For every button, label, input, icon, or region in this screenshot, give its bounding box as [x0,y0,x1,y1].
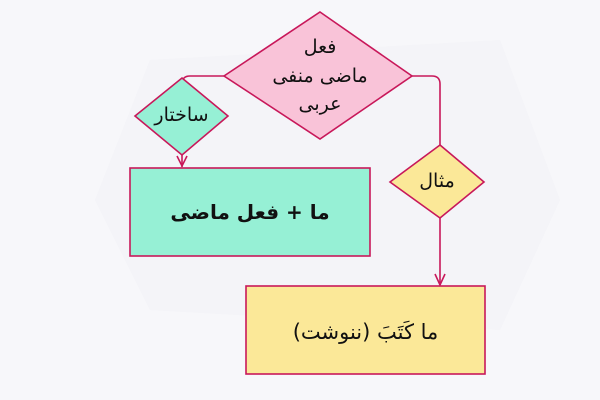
example-box-label: ما كَتَبَ (ننوشت) [246,288,485,376]
structure-decision-label: ساختار [135,100,228,130]
arrowhead-example-box [434,273,446,287]
root-label-line-3: عربی [298,93,342,116]
root-label-line-2: ماضی منفی [272,64,368,87]
root-decision-diamond [222,11,414,140]
example-box [245,285,486,375]
example-decision-text: مثال [419,169,455,192]
structure-box-label: ما + فعل ماضی [130,168,370,256]
example-decision-diamond [388,143,486,220]
structure-box-text: ما + فعل ماضی [170,200,330,224]
root-label: فعل ماضی منفی عربی [250,24,390,128]
structure-decision-diamond [133,76,230,157]
example-box-text: ما كَتَبَ (ننوشت) [292,319,439,344]
connector-root-to-example [412,75,441,145]
example-decision-label: مثال [390,166,484,196]
structure-decision-text: ساختار [154,103,209,126]
structure-box [129,167,371,257]
root-label-line-1: فعل [303,36,337,59]
arrowhead-structure-box [176,155,188,168]
